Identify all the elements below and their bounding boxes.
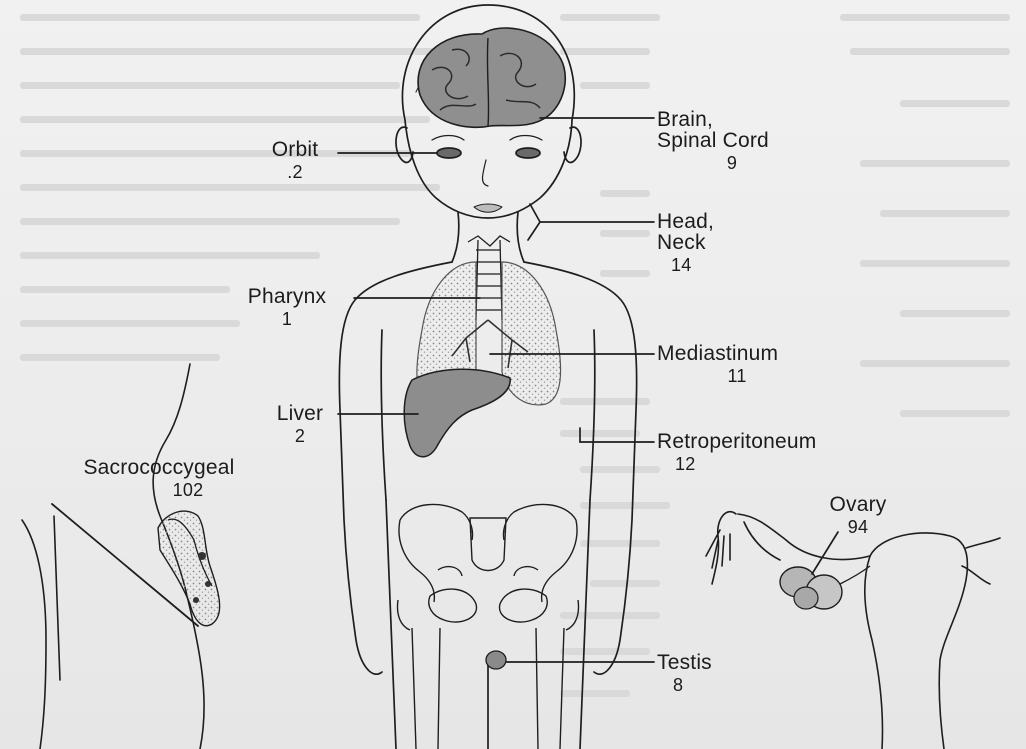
ovary-leader-line — [812, 532, 838, 574]
label-brain-name-line1: Brain, — [657, 109, 807, 130]
label-sacrococcygeal: Sacrococcygeal 102 — [64, 457, 254, 499]
label-retroperitoneum-count: 12 — [657, 455, 867, 473]
label-mediastinum-name: Mediastinum — [657, 343, 817, 364]
label-testis-name: Testis — [657, 652, 747, 673]
label-ovary: Ovary 94 — [818, 494, 898, 536]
head-neck-leader-line — [528, 204, 654, 240]
retroperitoneum-leader-line — [580, 428, 654, 442]
label-sacrococcygeal-name: Sacrococcygeal — [64, 457, 254, 478]
label-orbit-name: Orbit — [255, 139, 335, 160]
label-orbit: Orbit .2 — [255, 139, 335, 181]
label-brain-count: 9 — [657, 154, 807, 172]
label-liver-name: Liver — [262, 403, 338, 424]
liver-illustration — [404, 369, 510, 457]
label-brain-spinal-cord: Brain, Spinal Cord 9 — [657, 109, 807, 172]
label-head-neck-name-line1: Head, — [657, 211, 717, 232]
sacrum-tumor-illustration — [158, 511, 220, 626]
label-head-neck-count: 14 — [657, 256, 717, 274]
label-pharynx-name: Pharynx — [222, 286, 352, 307]
label-head-neck: Head, Neck 14 — [657, 211, 717, 274]
label-ovary-count: 94 — [818, 518, 898, 536]
label-mediastinum-count: 11 — [657, 367, 817, 385]
label-sacrococcygeal-count: 102 — [64, 481, 254, 499]
label-pharynx-count: 1 — [222, 310, 352, 328]
testis-illustration — [486, 651, 506, 669]
label-orbit-count: .2 — [255, 163, 335, 181]
label-retroperitoneum: Retroperitoneum 12 — [657, 431, 867, 473]
uterus-ovary-inset-illustration — [706, 512, 1000, 749]
label-retroperitoneum-name: Retroperitoneum — [657, 431, 867, 452]
label-liver: Liver 2 — [262, 403, 338, 445]
label-brain-name-line2: Spinal Cord — [657, 130, 807, 151]
brain-illustration — [418, 28, 565, 127]
label-ovary-name: Ovary — [818, 494, 898, 515]
label-liver-count: 2 — [262, 427, 338, 445]
label-mediastinum: Mediastinum 11 — [657, 343, 817, 385]
label-testis-count: 8 — [657, 676, 747, 694]
ovary-illustration — [780, 567, 842, 609]
label-pharynx: Pharynx 1 — [222, 286, 352, 328]
label-testis: Testis 8 — [657, 652, 747, 694]
label-head-neck-name-line2: Neck — [657, 232, 717, 253]
